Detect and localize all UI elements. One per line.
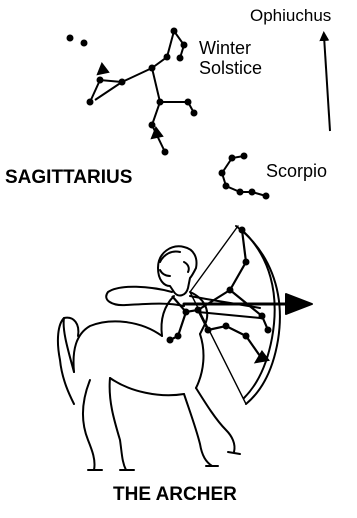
scorpio-label: Scorpio [266,161,327,182]
sagittarius-stars [67,28,198,156]
archer-constellation-lines [170,230,268,362]
sagittarius-label: SAGITTARIUS [5,167,132,189]
sagittarius-asterism [90,31,194,152]
ophiuchus-label: Ophiuchus [250,6,331,26]
winter-solstice-label: Winter Solstice [199,38,262,78]
winter-solstice-line-1: Winter [199,38,262,58]
archer-centaur [58,226,312,470]
winter-solstice-line-2: Solstice [199,58,262,78]
scorpio-asterism [219,153,270,200]
ophiuchus-arrow [324,36,330,131]
the-archer-label: THE ARCHER [113,484,237,506]
